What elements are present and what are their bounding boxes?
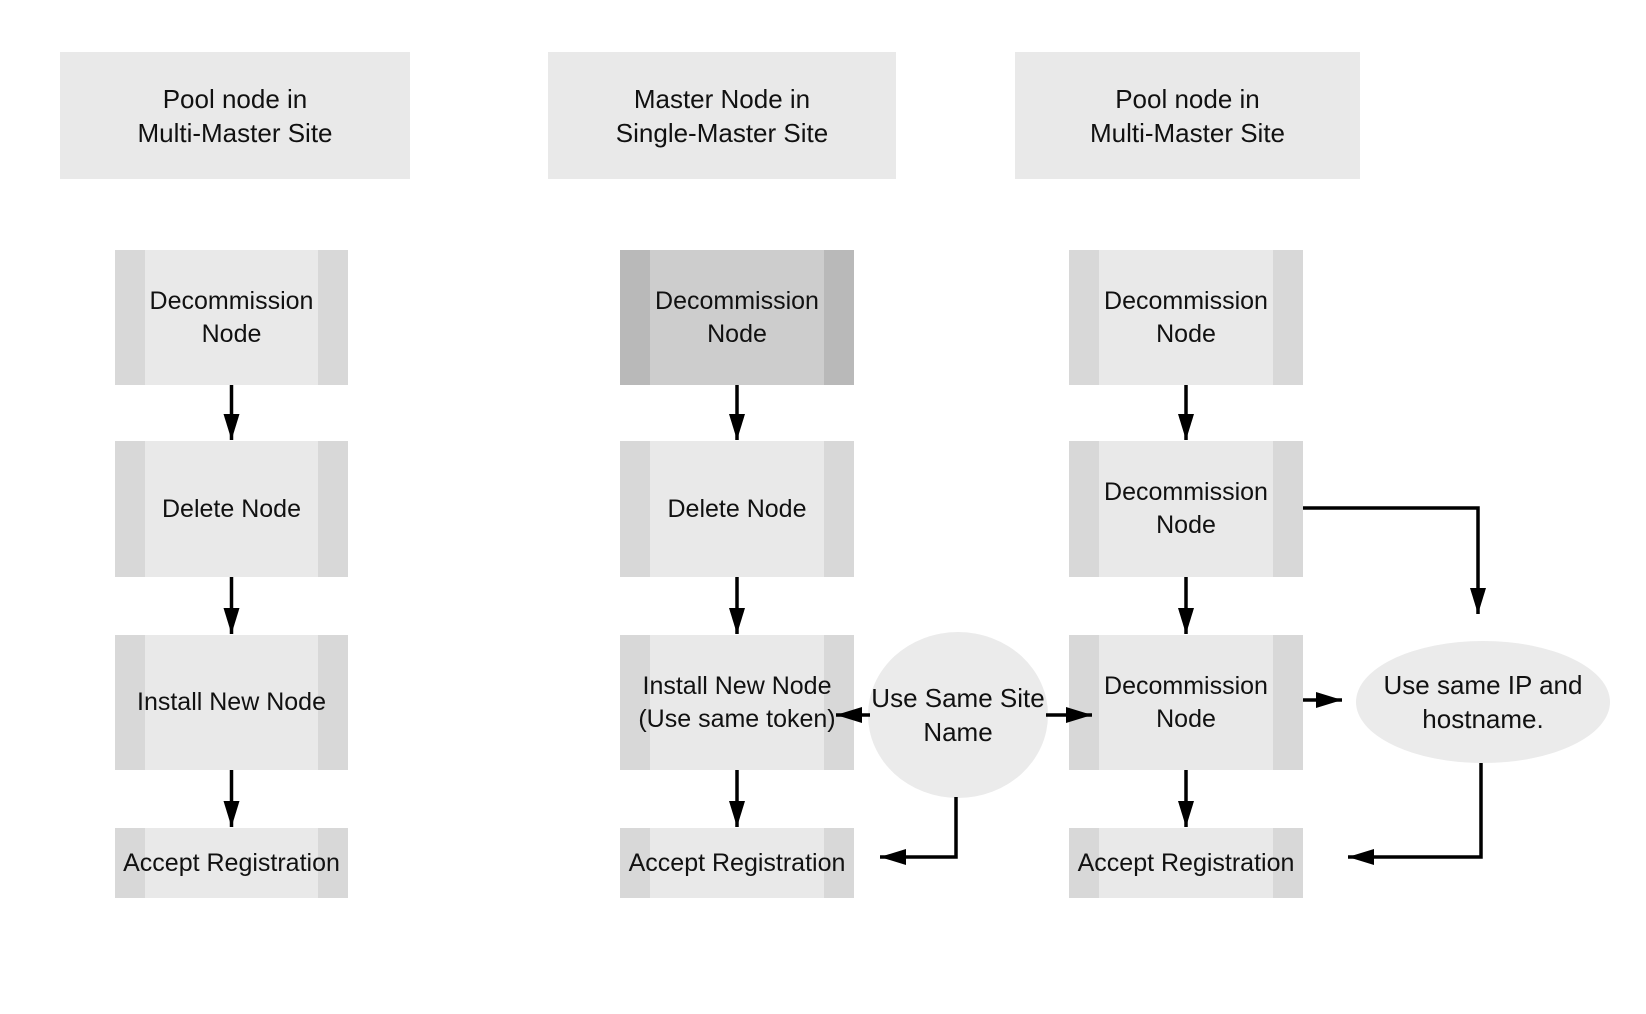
step-col1-delete-node: Delete Node [115,441,348,577]
step-col3-decommission-node-1: Decommission Node [1069,250,1303,385]
step-col1-accept-registration: Accept Registration [115,828,348,898]
header-pool-node-multi-master-left: Pool node in Multi-Master Site [60,52,410,179]
step-col2-decommission-node: Decommission Node [620,250,854,385]
step-col2-install-new-node-same-token: Install New Node (Use same token) [620,635,854,770]
header-master-node-single-master: Master Node in Single-Master Site [548,52,896,179]
step-col2-accept-registration: Accept Registration [620,828,854,898]
step-col3-accept-registration: Accept Registration [1069,828,1303,898]
step-col3-decommission-node-3: Decommission Node [1069,635,1303,770]
step-col3-decommission-node-2: Decommission Node [1069,441,1303,577]
step-col1-decommission-node: Decommission Node [115,250,348,385]
use-same-site-name-circle: Use Same Site Name [868,632,1048,798]
use-same-ip-hostname-ellipse: Use same IP and hostname. [1356,641,1610,763]
arrow-ellipse-to-accept-registration-col3 [1348,763,1483,865]
step-col2-delete-node: Delete Node [620,441,854,577]
step-col1-install-new-node: Install New Node [115,635,348,770]
header-pool-node-multi-master-right: Pool node in Multi-Master Site [1015,52,1360,179]
arrow-decommission2-to-ellipse [1303,506,1486,614]
arrow-circle-to-accept-registration-col2 [880,797,958,865]
